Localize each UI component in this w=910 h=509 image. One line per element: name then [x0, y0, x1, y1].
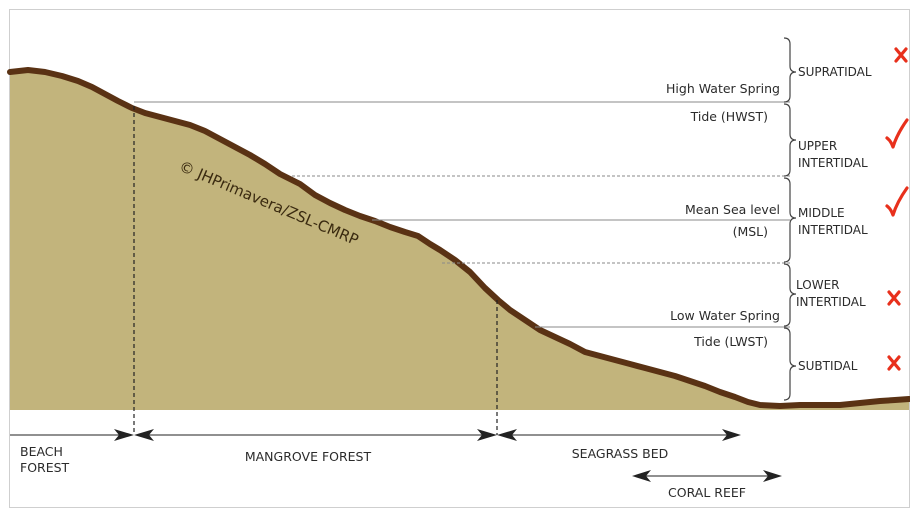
mangrove-forest-label: MANGROVE FOREST [245, 449, 372, 464]
beach-forest-arrow [10, 429, 134, 441]
subtidal-brace [783, 327, 797, 401]
zone-lower-label-line2: INTERTIDAL [796, 295, 866, 309]
red-cross-icon [887, 355, 901, 371]
lws-label-line2: Tide (LWST) [693, 334, 768, 349]
hws-label-line2: Tide (HWST) [690, 109, 768, 124]
red-cross-icon [887, 290, 901, 306]
zone-supratidal-label: SUPRATIDAL [798, 65, 872, 79]
red-cross-icon [894, 47, 908, 63]
beach-forest-label-line2: FOREST [20, 460, 70, 475]
zone-middle-label-line1: MIDDLE [798, 206, 845, 220]
mangrove-forest-arrow [134, 429, 497, 441]
seagrass-bed-arrow [497, 429, 741, 441]
coral-reef-label: CORAL REEF [668, 485, 746, 500]
red-check-icon [885, 186, 909, 217]
hws-label-line1: High Water Spring [666, 81, 780, 96]
red-check-icon [885, 118, 909, 149]
supratidal-brace [783, 37, 797, 103]
slope-fill [10, 70, 909, 410]
msl-label-line1: Mean Sea level [685, 202, 780, 217]
zone-upper-label-line1: UPPER [798, 139, 837, 153]
zone-middle-label-line2: INTERTIDAL [798, 223, 868, 237]
zone-subtidal-label: SUBTIDAL [798, 359, 858, 373]
beach-forest-label-line1: BEACH [20, 444, 63, 459]
zone-upper-label-line2: INTERTIDAL [798, 156, 868, 170]
seagrass-bed-label: SEAGRASS BED [572, 446, 669, 461]
msl-label-line2: (MSL) [733, 224, 768, 239]
zone-lower-label-line1: LOWER [796, 278, 840, 292]
coral-reef-arrow [632, 470, 782, 482]
lws-label-line1: Low Water Spring [670, 308, 780, 323]
ground-profile-line [7, 67, 910, 409]
lower-intertidal-brace [783, 263, 797, 327]
middle-intertidal-brace [783, 177, 797, 263]
upper-intertidal-brace [783, 103, 797, 177]
